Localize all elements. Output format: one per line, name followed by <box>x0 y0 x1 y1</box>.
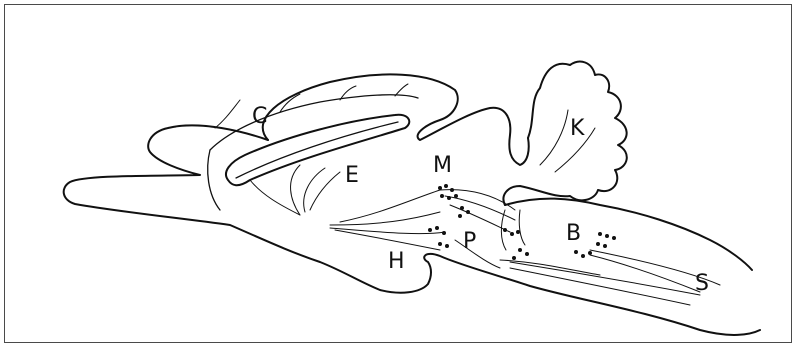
cerebrum-top <box>263 74 529 165</box>
label-S: S <box>695 271 709 296</box>
label-B: B <box>566 221 581 246</box>
brainstem-top <box>505 199 752 270</box>
label-K: K <box>570 116 585 141</box>
nuclei-dots <box>428 184 616 260</box>
label-C: C <box>252 104 267 129</box>
label-E: E <box>345 163 359 188</box>
label-P: P <box>463 229 476 254</box>
label-H: H <box>388 249 405 274</box>
fiber-tracts <box>215 84 720 305</box>
label-M: M <box>433 153 452 178</box>
cerebellum-outline <box>503 62 626 205</box>
cerebrum-outline <box>64 125 760 335</box>
